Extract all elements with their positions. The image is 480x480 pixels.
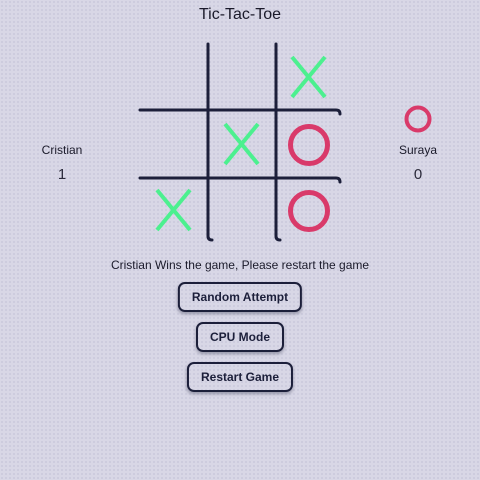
player-left-score: 1	[57, 166, 67, 183]
player-right-panel: Suraya 0	[378, 143, 458, 183]
o-mark-icon	[288, 190, 330, 232]
board-cell-1-2[interactable]	[277, 113, 341, 177]
board-cell-1-0[interactable]	[142, 113, 206, 177]
grid-line-horizontal-2	[138, 176, 342, 184]
x-mark-icon	[155, 188, 192, 232]
grid-line-vertical-1	[206, 42, 214, 242]
restart-game-button[interactable]: Restart Game	[186, 362, 294, 392]
x-mark-icon	[223, 122, 260, 166]
game-status-message: Cristian Wins the game, Please restart t…	[110, 258, 370, 272]
board-cell-2-0[interactable]	[142, 179, 206, 243]
player-left-panel: Cristian 1	[22, 143, 102, 183]
x-mark-icon	[290, 55, 327, 99]
board-cell-0-1[interactable]	[210, 46, 274, 110]
player-right-name: Suraya	[398, 143, 438, 157]
board-cell-0-2[interactable]	[277, 46, 341, 110]
grid-line-vertical-2	[274, 42, 282, 242]
player-left-name: Cristian	[41, 143, 83, 157]
o-mark-icon	[288, 124, 330, 166]
board-cell-1-1[interactable]	[210, 113, 274, 177]
grid-line-horizontal-1	[138, 108, 342, 116]
player-right-score: 0	[413, 166, 423, 183]
cpu-mode-button[interactable]: CPU Mode	[196, 322, 284, 352]
board-cell-2-2[interactable]	[277, 179, 341, 243]
turn-indicator-icon	[402, 103, 434, 135]
random-attempt-button[interactable]: Random Attempt	[177, 282, 303, 312]
board-cell-2-1[interactable]	[210, 179, 274, 243]
page-title: Tic-Tac-Toe	[198, 6, 282, 23]
board-cell-0-0[interactable]	[142, 46, 206, 110]
